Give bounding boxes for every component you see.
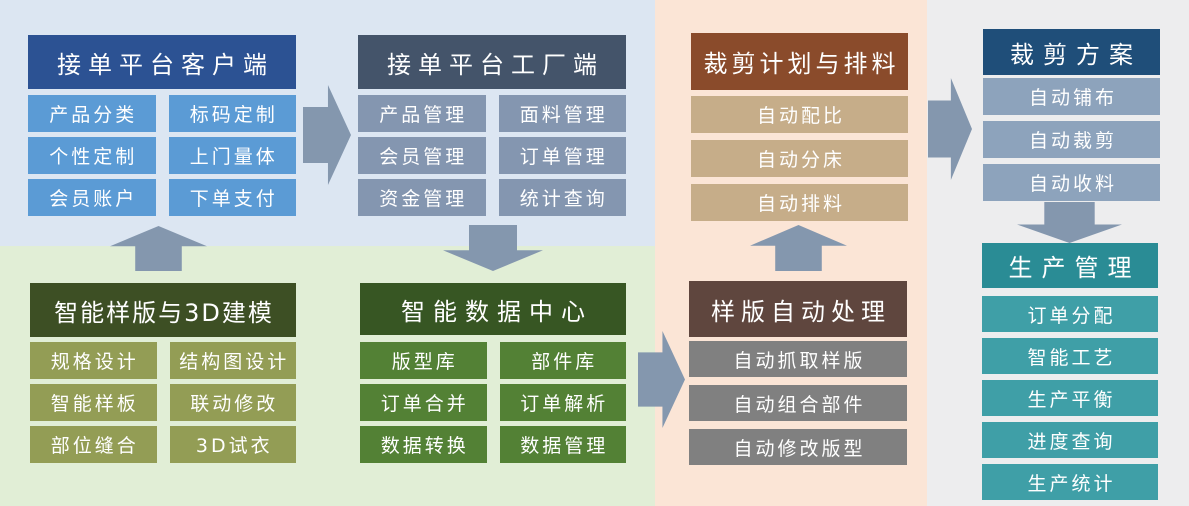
panel-factory-platform: 接单平台工厂端 产品管理 面料管理 会员管理 订单管理 资金管理 统计查询	[358, 35, 626, 216]
module-item: 生产统计	[982, 464, 1158, 500]
panel-client-platform-title: 接单平台客户端	[28, 35, 296, 89]
module-item: 自动组合部件	[689, 385, 907, 421]
panel-cutting-plan-title: 裁剪计划与排料	[691, 33, 908, 90]
module-item: 会员账户	[28, 179, 156, 216]
panel-smart-data-center: 智能数据中心 版型库 部件库 订单合并 订单解析 数据转换 数据管理	[360, 283, 626, 463]
module-item: 智能工艺	[982, 338, 1158, 374]
module-item: 自动分床	[691, 140, 908, 177]
module-item: 结构图设计	[169, 342, 296, 379]
panel-production-management: 生产管理 订单分配 智能工艺 生产平衡 进度查询 生产统计	[982, 243, 1158, 500]
module-item: 订单解析	[499, 384, 626, 421]
module-item: 数据管理	[499, 426, 626, 463]
module-item: 自动抓取样版	[689, 341, 907, 377]
module-item: 自动收料	[983, 164, 1160, 201]
panel-smart-data-center-title: 智能数据中心	[360, 283, 626, 335]
panel-client-platform: 接单平台客户端 产品分类 标码定制 个性定制 上门量体 会员账户 下单支付	[28, 35, 296, 216]
module-item: 自动修改版型	[689, 429, 907, 465]
panel-smart-pattern-3d: 智能样版与3D建模 规格设计 结构图设计 智能样板 联动修改 部位缝合 3D试衣	[30, 283, 296, 463]
module-item: 进度查询	[982, 422, 1158, 458]
panel-pattern-auto-processing: 样版自动处理 自动抓取样版 自动组合部件 自动修改版型	[689, 281, 907, 465]
module-item: 生产平衡	[982, 380, 1158, 416]
module-item: 产品分类	[28, 95, 156, 132]
module-item: 订单分配	[982, 296, 1158, 332]
module-item: 数据转换	[360, 426, 487, 463]
panel-cutting-plan: 裁剪计划与排料 自动配比 自动分床 自动排料	[691, 33, 908, 221]
module-item: 下单支付	[168, 179, 296, 216]
module-item: 自动裁剪	[983, 121, 1160, 158]
module-item: 自动铺布	[983, 78, 1160, 115]
module-item: 资金管理	[358, 179, 486, 216]
module-item: 规格设计	[30, 342, 157, 379]
module-item: 标码定制	[168, 95, 296, 132]
module-item: 自动排料	[691, 184, 908, 221]
module-item: 智能样板	[30, 384, 157, 421]
module-item: 部件库	[499, 342, 626, 379]
module-item: 版型库	[360, 342, 487, 379]
module-item: 联动修改	[169, 384, 296, 421]
panel-cutting-scheme-title: 裁剪方案	[983, 29, 1160, 75]
module-item: 订单合并	[360, 384, 487, 421]
module-item: 3D试衣	[169, 426, 296, 463]
panel-production-management-title: 生产管理	[982, 243, 1158, 288]
module-item: 面料管理	[498, 95, 626, 132]
module-item: 个性定制	[28, 137, 156, 174]
panel-cutting-scheme: 裁剪方案 自动铺布 自动裁剪 自动收料	[983, 29, 1160, 201]
module-item: 订单管理	[498, 137, 626, 174]
module-item: 上门量体	[168, 137, 296, 174]
panel-smart-pattern-3d-title: 智能样版与3D建模	[30, 283, 296, 337]
panel-factory-platform-title: 接单平台工厂端	[358, 35, 626, 89]
module-item: 部位缝合	[30, 426, 157, 463]
module-item: 会员管理	[358, 137, 486, 174]
panel-pattern-auto-processing-title: 样版自动处理	[689, 281, 907, 337]
module-item: 统计查询	[498, 179, 626, 216]
module-item: 产品管理	[358, 95, 486, 132]
module-item: 自动配比	[691, 96, 908, 133]
